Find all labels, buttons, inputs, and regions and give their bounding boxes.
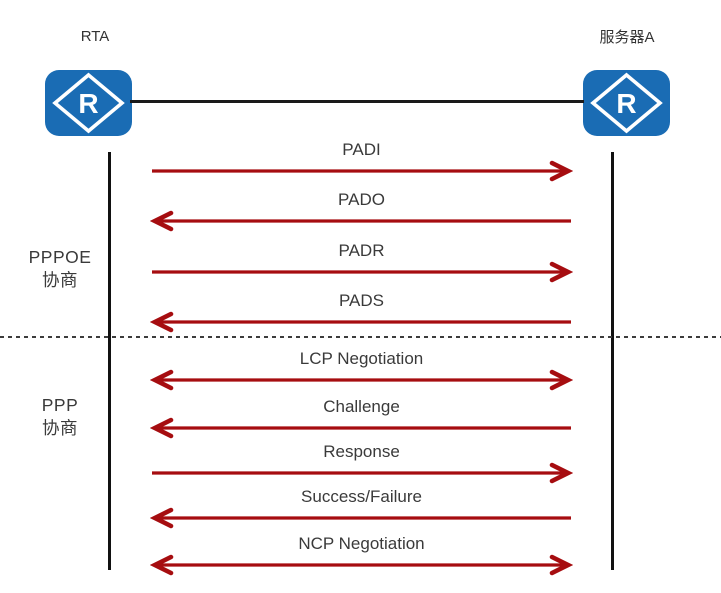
message-label: Success/Failure <box>301 487 422 506</box>
svg-text:R: R <box>616 88 636 119</box>
link-line <box>130 100 584 103</box>
router-icon-right: R <box>583 70 670 136</box>
message-row: PADI <box>150 140 573 182</box>
message-row: Challenge <box>150 397 573 439</box>
arrow-left-icon <box>150 507 571 529</box>
message-row: Response <box>150 442 573 484</box>
router-icon: R <box>583 70 670 136</box>
message-row: LCP Negotiation <box>150 349 573 391</box>
router-icon-left: R <box>45 70 132 136</box>
arrow-both-icon <box>150 554 573 576</box>
section-label-ppp-line2: 协商 <box>42 418 78 438</box>
arrow-left-icon <box>150 311 571 333</box>
section-label-ppp-line1: PPP <box>41 395 79 415</box>
message-label: PADR <box>338 241 385 260</box>
message-label: Response <box>323 442 400 461</box>
lifeline-server-a <box>611 152 614 570</box>
section-label-pppoe: PPPOE 协商 <box>8 246 112 292</box>
message-row: PADO <box>150 190 573 232</box>
message-label: PADO <box>338 190 385 209</box>
message-row: PADR <box>150 241 573 283</box>
section-label-ppp: PPP 协商 <box>8 394 112 440</box>
message-label: Challenge <box>323 397 400 416</box>
message-label: NCP Negotiation <box>298 534 425 553</box>
node-label-server-a: 服务器A <box>599 29 655 46</box>
node-label-rta: RTA <box>80 28 110 45</box>
message-row: Success/Failure <box>150 487 573 529</box>
section-label-pppoe-line2: 协商 <box>42 270 78 290</box>
section-label-pppoe-line1: PPPOE <box>28 247 92 267</box>
message-row: NCP Negotiation <box>150 534 573 576</box>
svg-text:R: R <box>78 88 98 119</box>
arrow-left-icon <box>150 417 571 439</box>
message-label: PADI <box>342 140 381 159</box>
arrow-right-icon <box>152 160 573 182</box>
message-label: PADS <box>338 291 385 310</box>
arrow-left-icon <box>150 210 571 232</box>
message-label: LCP Negotiation <box>299 349 424 368</box>
arrow-both-icon <box>150 369 573 391</box>
message-row: PADS <box>150 291 573 333</box>
arrow-right-icon <box>152 261 573 283</box>
lifeline-rta <box>108 152 111 570</box>
arrow-right-icon <box>152 462 573 484</box>
phase-divider-dashed-line <box>0 336 721 338</box>
router-icon: R <box>45 70 132 136</box>
